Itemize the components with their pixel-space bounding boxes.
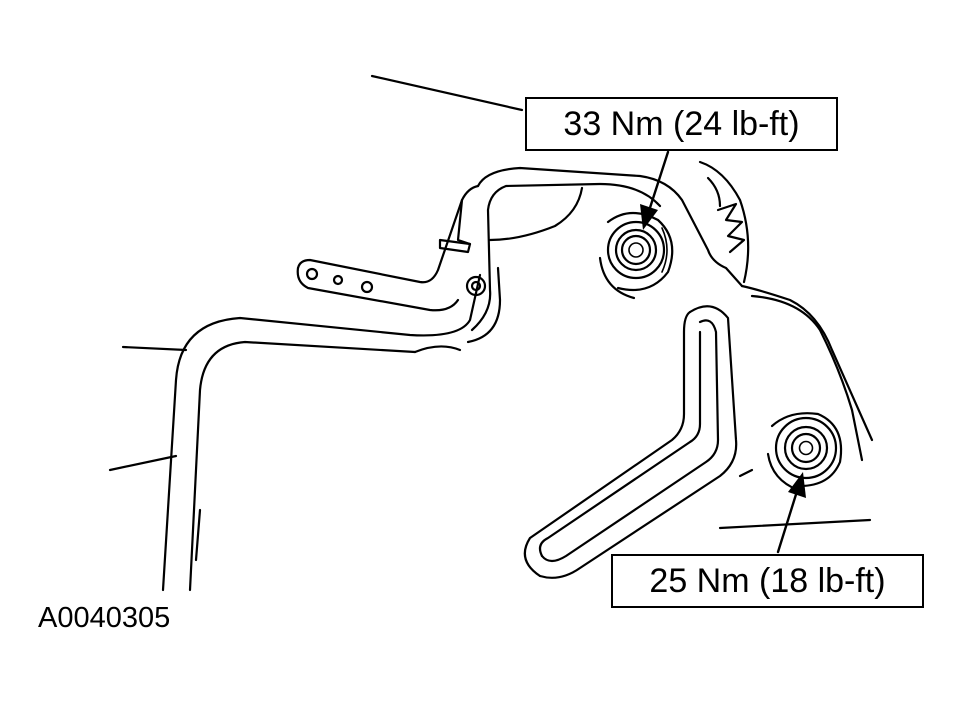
- upper-bolt: [598, 211, 674, 300]
- figure-id-label: A0040305: [38, 602, 171, 634]
- leader-lines: [108, 74, 524, 472]
- lower-hinge-plate: [523, 284, 874, 579]
- torque-arrows: [640, 150, 806, 554]
- body-frame: [161, 273, 482, 592]
- hinge-strap: [296, 184, 487, 312]
- lower-bolt-torque-callout: 25 Nm (18 lb-ft): [611, 554, 924, 608]
- hinge-spring: [698, 160, 750, 284]
- upper-bolt-torque-callout: 33 Nm (24 lb-ft): [525, 97, 838, 151]
- upper-hinge-bracket: [466, 166, 744, 344]
- lower-bolt: [766, 412, 843, 492]
